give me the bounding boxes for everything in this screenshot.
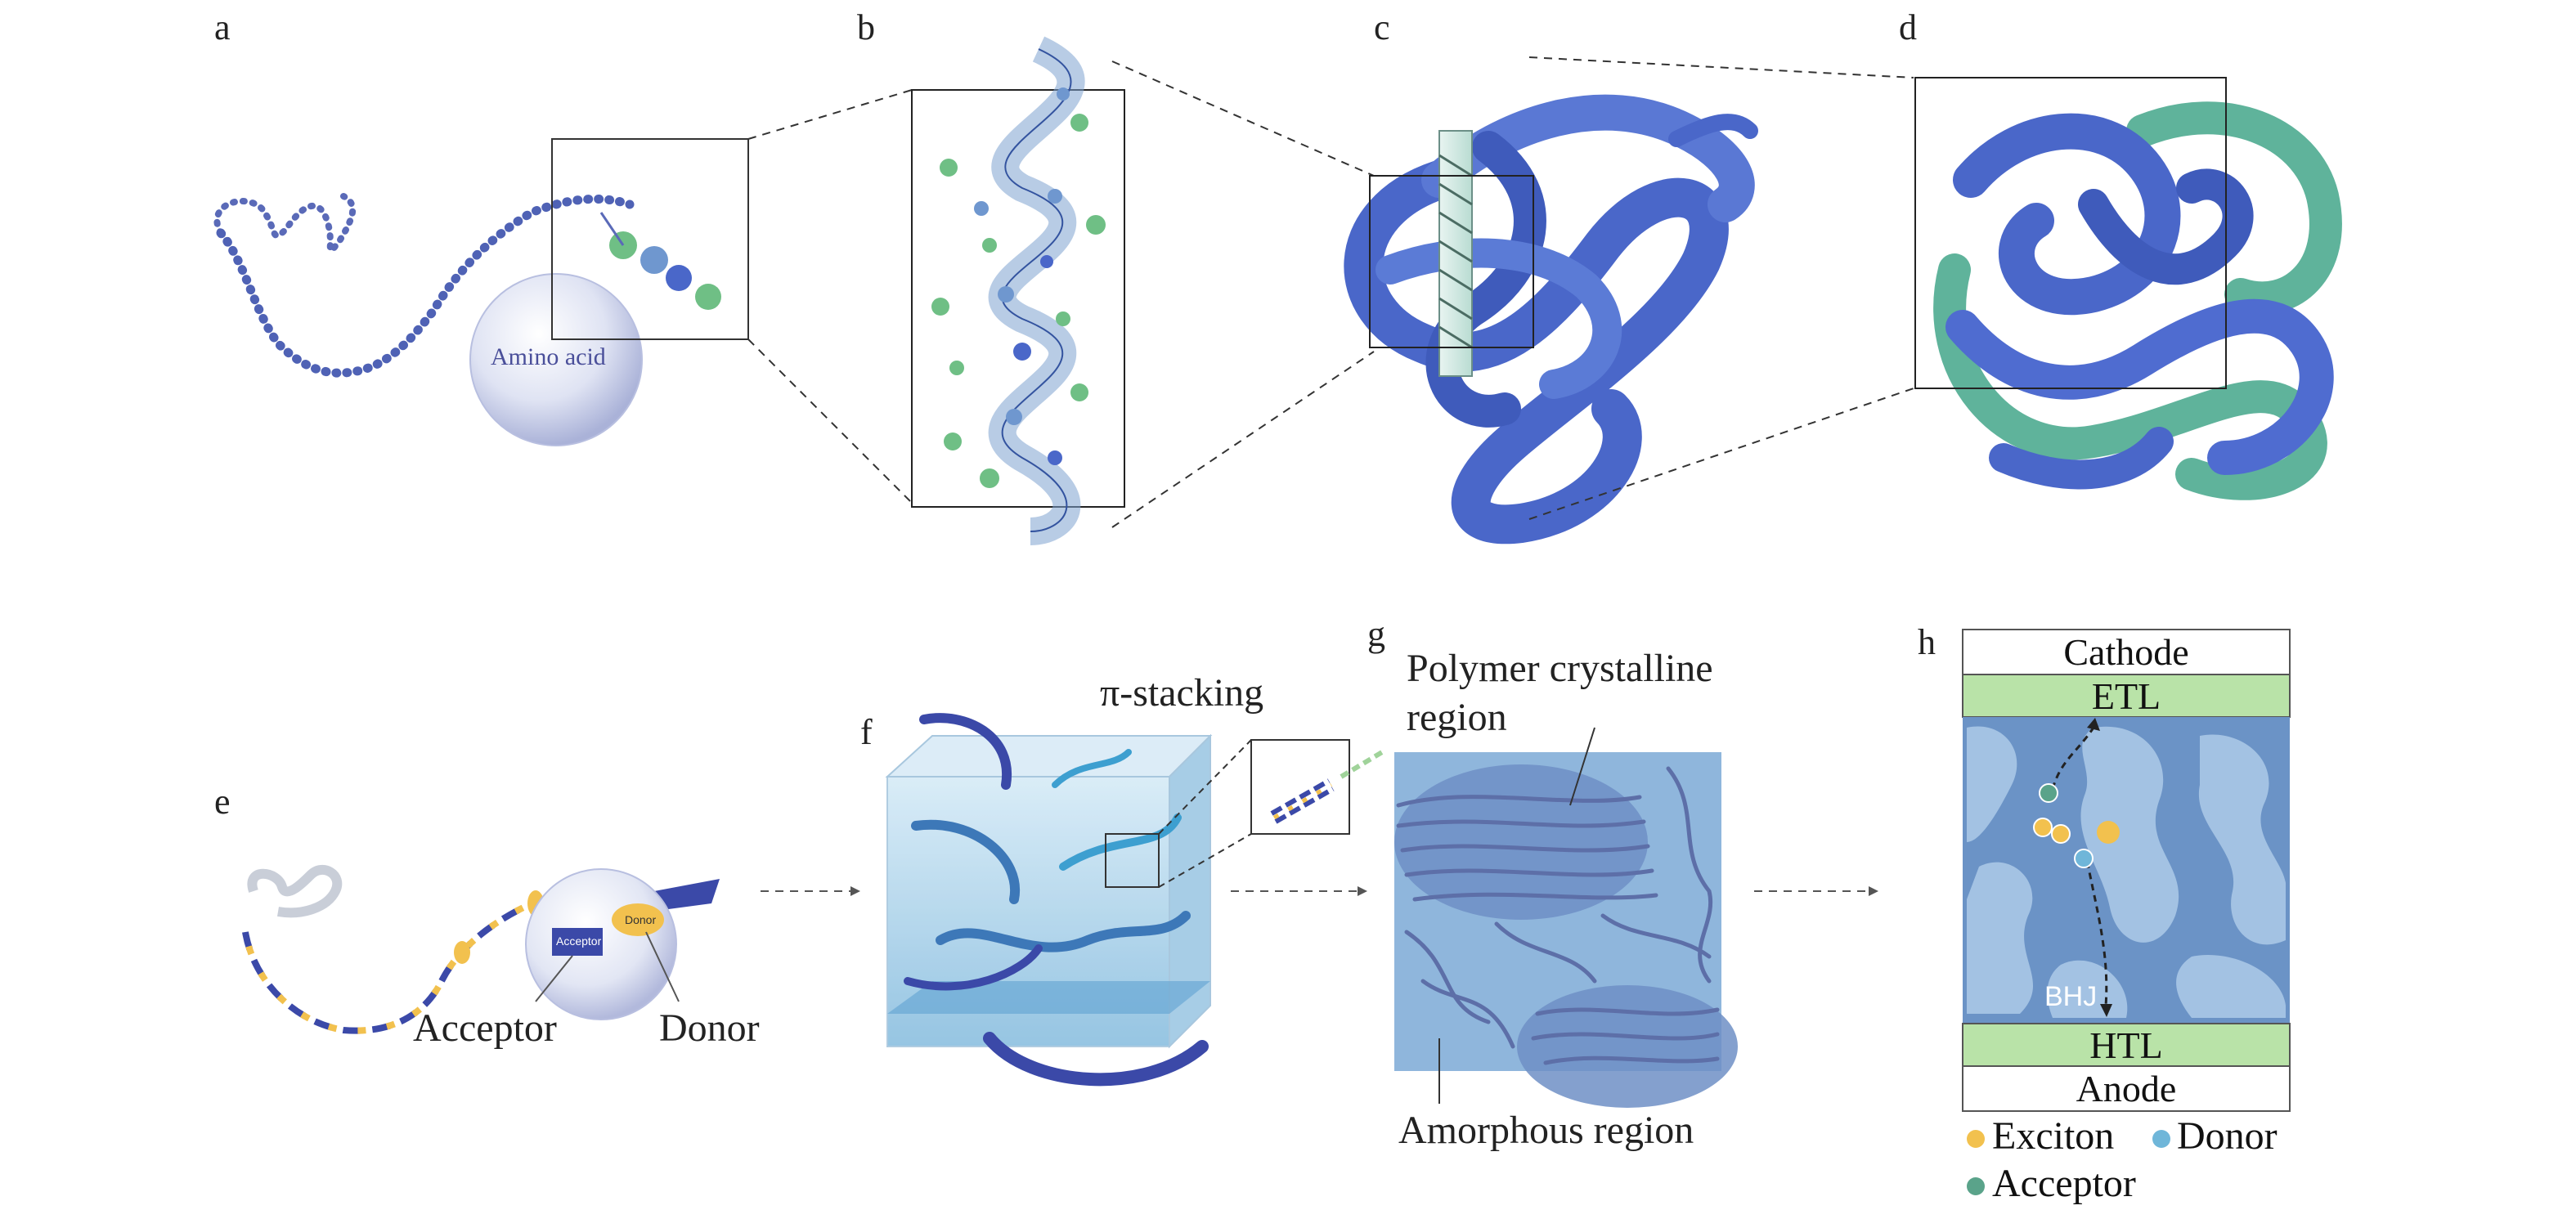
legend-exciton: Exciton (1992, 1114, 2115, 1158)
morphology-panel (1394, 727, 1738, 1108)
panel-label-b: b (857, 7, 875, 47)
donor-box-label: Donor (625, 913, 657, 926)
solution-cube (885, 733, 1213, 1049)
zoom-box-a (551, 138, 749, 340)
polymer-strands-in-solution (904, 713, 1209, 1087)
legend-donor: Donor (2177, 1114, 2278, 1158)
alpha-helix-highlight (1438, 130, 1473, 377)
protein-tertiary-structure (1344, 94, 1758, 545)
device-stack (1962, 629, 2291, 1112)
legend-exciton-marker (1967, 1130, 1985, 1148)
bhj-domains (1967, 726, 2286, 1018)
amino-acid-label: Amino acid (491, 343, 606, 370)
zoom-box-d (1914, 77, 2227, 389)
pi-stacked-chains (1270, 750, 1384, 824)
htl-layer-label: HTL (2089, 1024, 2163, 1066)
amino-acid-sphere (469, 273, 643, 446)
acceptor-electron-marker (2039, 783, 2058, 803)
panel-a-amino-chain (213, 193, 721, 378)
polymer-crystalline-label-line1: Polymer crystalline (1407, 647, 1713, 690)
donor-label: Donor (659, 1006, 760, 1050)
anode-layer-label: Anode (2076, 1068, 2177, 1109)
polymer-crystalline-label-line2: region (1407, 696, 1507, 739)
panel-label-a: a (214, 7, 231, 47)
exciton-electron-marker (2033, 818, 2053, 837)
acceptor-unit (552, 928, 603, 956)
legend-donor-marker (2152, 1130, 2170, 1148)
donor-unit (612, 903, 664, 936)
acceptor-box-label: Acceptor (556, 934, 602, 948)
zoom-box-f-inner (1105, 833, 1160, 888)
panel-label-h: h (1918, 622, 1936, 662)
zoom-box-c (1369, 175, 1534, 348)
crystalline-region-2 (1517, 985, 1738, 1108)
legend-acceptor: Acceptor (1992, 1162, 2136, 1205)
amorphous-region-label: Amorphous region (1398, 1109, 1694, 1152)
panel-label-c: c (1374, 7, 1390, 47)
pi-stacking-label: π-stacking (1100, 671, 1264, 715)
donor-acceptor-polymer-chain (242, 865, 720, 1034)
panel-label-d: d (1899, 7, 1917, 47)
helix-atoms (931, 87, 1106, 488)
alpha-helix-ribbon (988, 36, 1085, 545)
legend-acceptor-marker (1967, 1177, 1985, 1195)
zoom-box-b (911, 89, 1125, 508)
exciton-marker (2097, 821, 2120, 844)
panel-label-e: e (214, 782, 231, 822)
protein-quaternary-structure (1933, 101, 2342, 500)
crystalline-region (1394, 764, 1648, 920)
donor-hole-marker (2074, 849, 2094, 868)
etl-layer-label: ETL (2091, 674, 2161, 717)
charge-transport-arrows (2033, 718, 2120, 1017)
exciton-hole-marker (2051, 824, 2071, 844)
zoom-box-f-outer (1250, 739, 1350, 835)
panel-label-g: g (1367, 614, 1385, 654)
bhj-label: BHJ (2044, 981, 2098, 1012)
panel-label-f: f (860, 712, 873, 752)
cathode-layer-label: Cathode (2063, 631, 2189, 673)
acceptor-label: Acceptor (413, 1006, 557, 1050)
